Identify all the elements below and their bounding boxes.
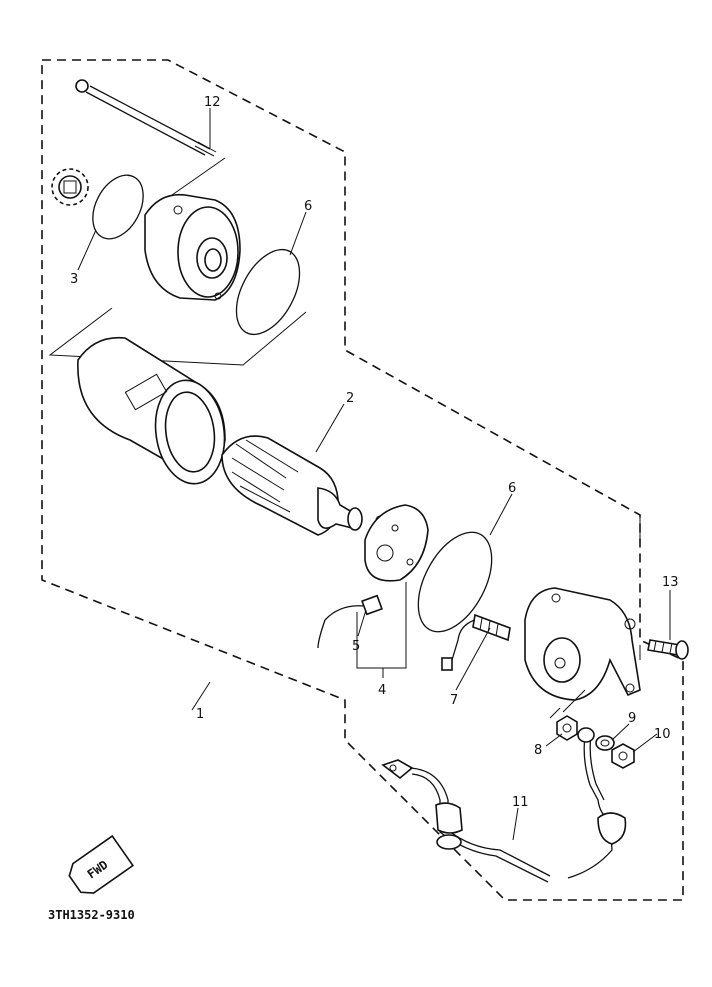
part-screw bbox=[647, 639, 689, 660]
part-o-ring-front bbox=[92, 174, 144, 240]
callout-7: 7 bbox=[450, 693, 458, 708]
part-yoke-housing bbox=[77, 336, 226, 485]
assembly-boundary bbox=[41, 59, 684, 901]
callout-3: 3 bbox=[70, 272, 78, 287]
callout-12: 12 bbox=[204, 95, 221, 110]
part-nut-small bbox=[556, 715, 578, 741]
part-washer bbox=[595, 735, 615, 751]
part-brush-holder bbox=[364, 504, 429, 582]
part-pinion-gear bbox=[51, 168, 89, 206]
part-through-bolt bbox=[75, 79, 217, 157]
callout-9: 9 bbox=[628, 711, 636, 726]
callout-10: 10 bbox=[654, 727, 671, 742]
part-lead-wire bbox=[381, 727, 627, 883]
callout-5: 5 bbox=[352, 639, 360, 654]
bracket-part-4 bbox=[356, 582, 407, 669]
part-front-cover bbox=[144, 193, 241, 301]
callout-11: 11 bbox=[512, 795, 529, 810]
part-armature bbox=[221, 435, 385, 536]
document-code: 3TH1352-9310 bbox=[48, 908, 135, 922]
part-o-ring-front-cover bbox=[235, 248, 301, 336]
part-rear-cover bbox=[524, 587, 641, 701]
callout-4: 4 bbox=[378, 683, 386, 698]
part-terminal-bolt bbox=[441, 613, 511, 671]
leader-lines bbox=[77, 108, 671, 841]
group-bracket-lower bbox=[549, 515, 641, 719]
callout-1: 1 bbox=[196, 707, 204, 722]
part-nut-large bbox=[611, 743, 635, 769]
callout-6-lower: 6 bbox=[508, 481, 516, 496]
part-brush bbox=[317, 594, 383, 649]
callout-6-upper: 6 bbox=[304, 199, 312, 214]
callout-13: 13 bbox=[662, 575, 679, 590]
part-o-ring-rear bbox=[417, 531, 493, 633]
fwd-direction-arrow: FWD bbox=[68, 834, 135, 894]
callout-8: 8 bbox=[534, 743, 542, 758]
callout-2: 2 bbox=[346, 391, 354, 406]
